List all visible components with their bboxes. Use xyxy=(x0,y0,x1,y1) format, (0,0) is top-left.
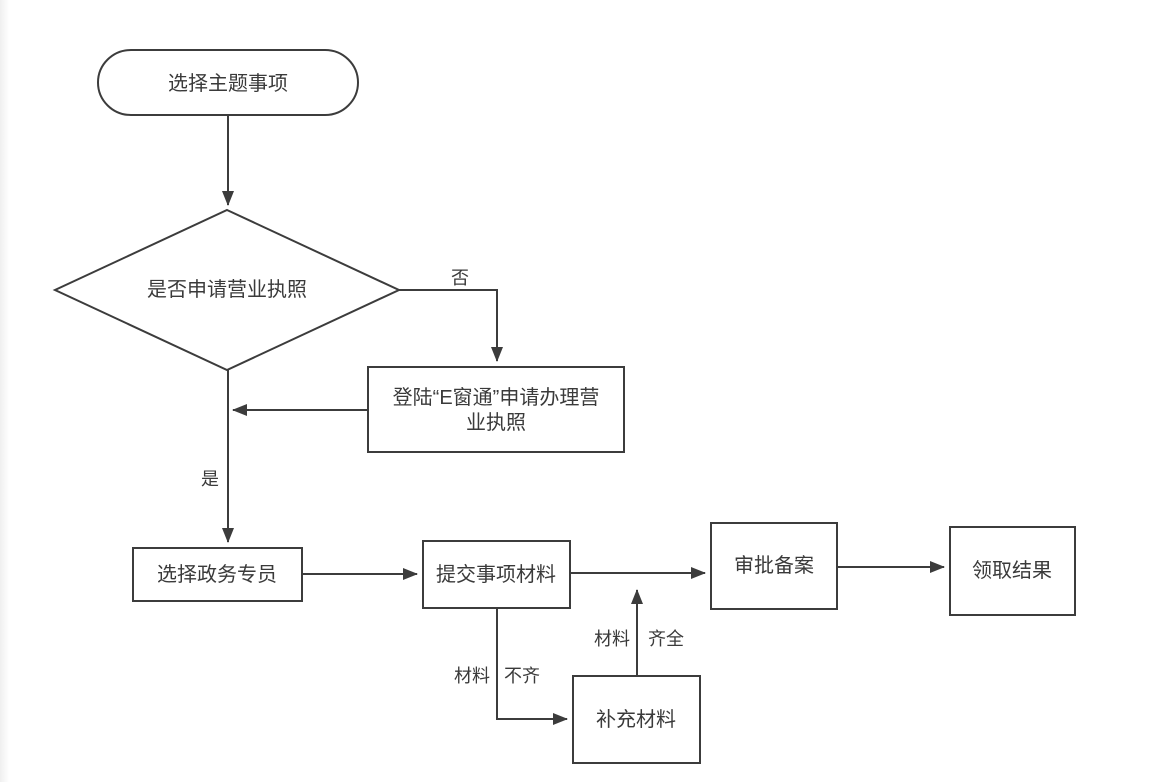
node-supplement-materials: 补充材料 xyxy=(572,675,701,764)
node-login-ewintong-label-line1: 登陆“E窗通”申请办理营 xyxy=(393,386,600,409)
edge-label-materials-complete-left: 材料 xyxy=(594,629,630,649)
node-submit-materials: 提交事项材料 xyxy=(422,540,571,609)
node-select-theme: 选择主题事项 xyxy=(97,49,359,116)
edge-label-no: 否 xyxy=(451,268,469,288)
node-receive-result-shape xyxy=(949,526,1076,616)
edge-label-yes: 是 xyxy=(201,469,219,489)
node-submit-materials-label: 提交事项材料 xyxy=(436,563,556,586)
node-select-theme-label: 选择主题事项 xyxy=(168,72,288,95)
edge-label-materials-incomplete-left: 材料 xyxy=(454,666,490,686)
node-supplement-materials-shape xyxy=(572,675,701,764)
node-login-ewintong: 登陆“E窗通”申请办理营 业执照 xyxy=(367,366,625,453)
node-select-specialist: 选择政务专员 xyxy=(132,547,303,602)
node-login-ewintong-shape xyxy=(367,366,625,453)
node-select-theme-shape xyxy=(97,49,359,116)
node-approval-filing-shape xyxy=(710,522,838,610)
node-select-specialist-shape xyxy=(132,547,303,602)
node-select-specialist-label: 选择政务专员 xyxy=(157,563,277,586)
node-approval-filing-label: 审批备案 xyxy=(734,554,814,577)
edge-label-materials-complete-right: 齐全 xyxy=(648,629,684,649)
node-approval-filing: 审批备案 xyxy=(710,522,838,610)
node-decision-business-license-shape xyxy=(52,208,402,372)
node-decision-business-license-label: 是否申请营业执照 xyxy=(147,278,307,301)
edge-label-materials-incomplete-right: 不齐 xyxy=(504,666,540,686)
node-decision-business-license: 是否申请营业执照 xyxy=(52,208,402,372)
node-receive-result-label: 领取结果 xyxy=(972,559,1052,582)
node-submit-materials-shape xyxy=(422,540,571,609)
node-login-ewintong-label-line2: 业执照 xyxy=(466,411,526,434)
edge-decision-no xyxy=(399,289,503,362)
node-supplement-materials-label: 补充材料 xyxy=(596,708,676,731)
edge-submit-incomplete xyxy=(496,608,568,725)
node-receive-result: 领取结果 xyxy=(949,526,1076,616)
